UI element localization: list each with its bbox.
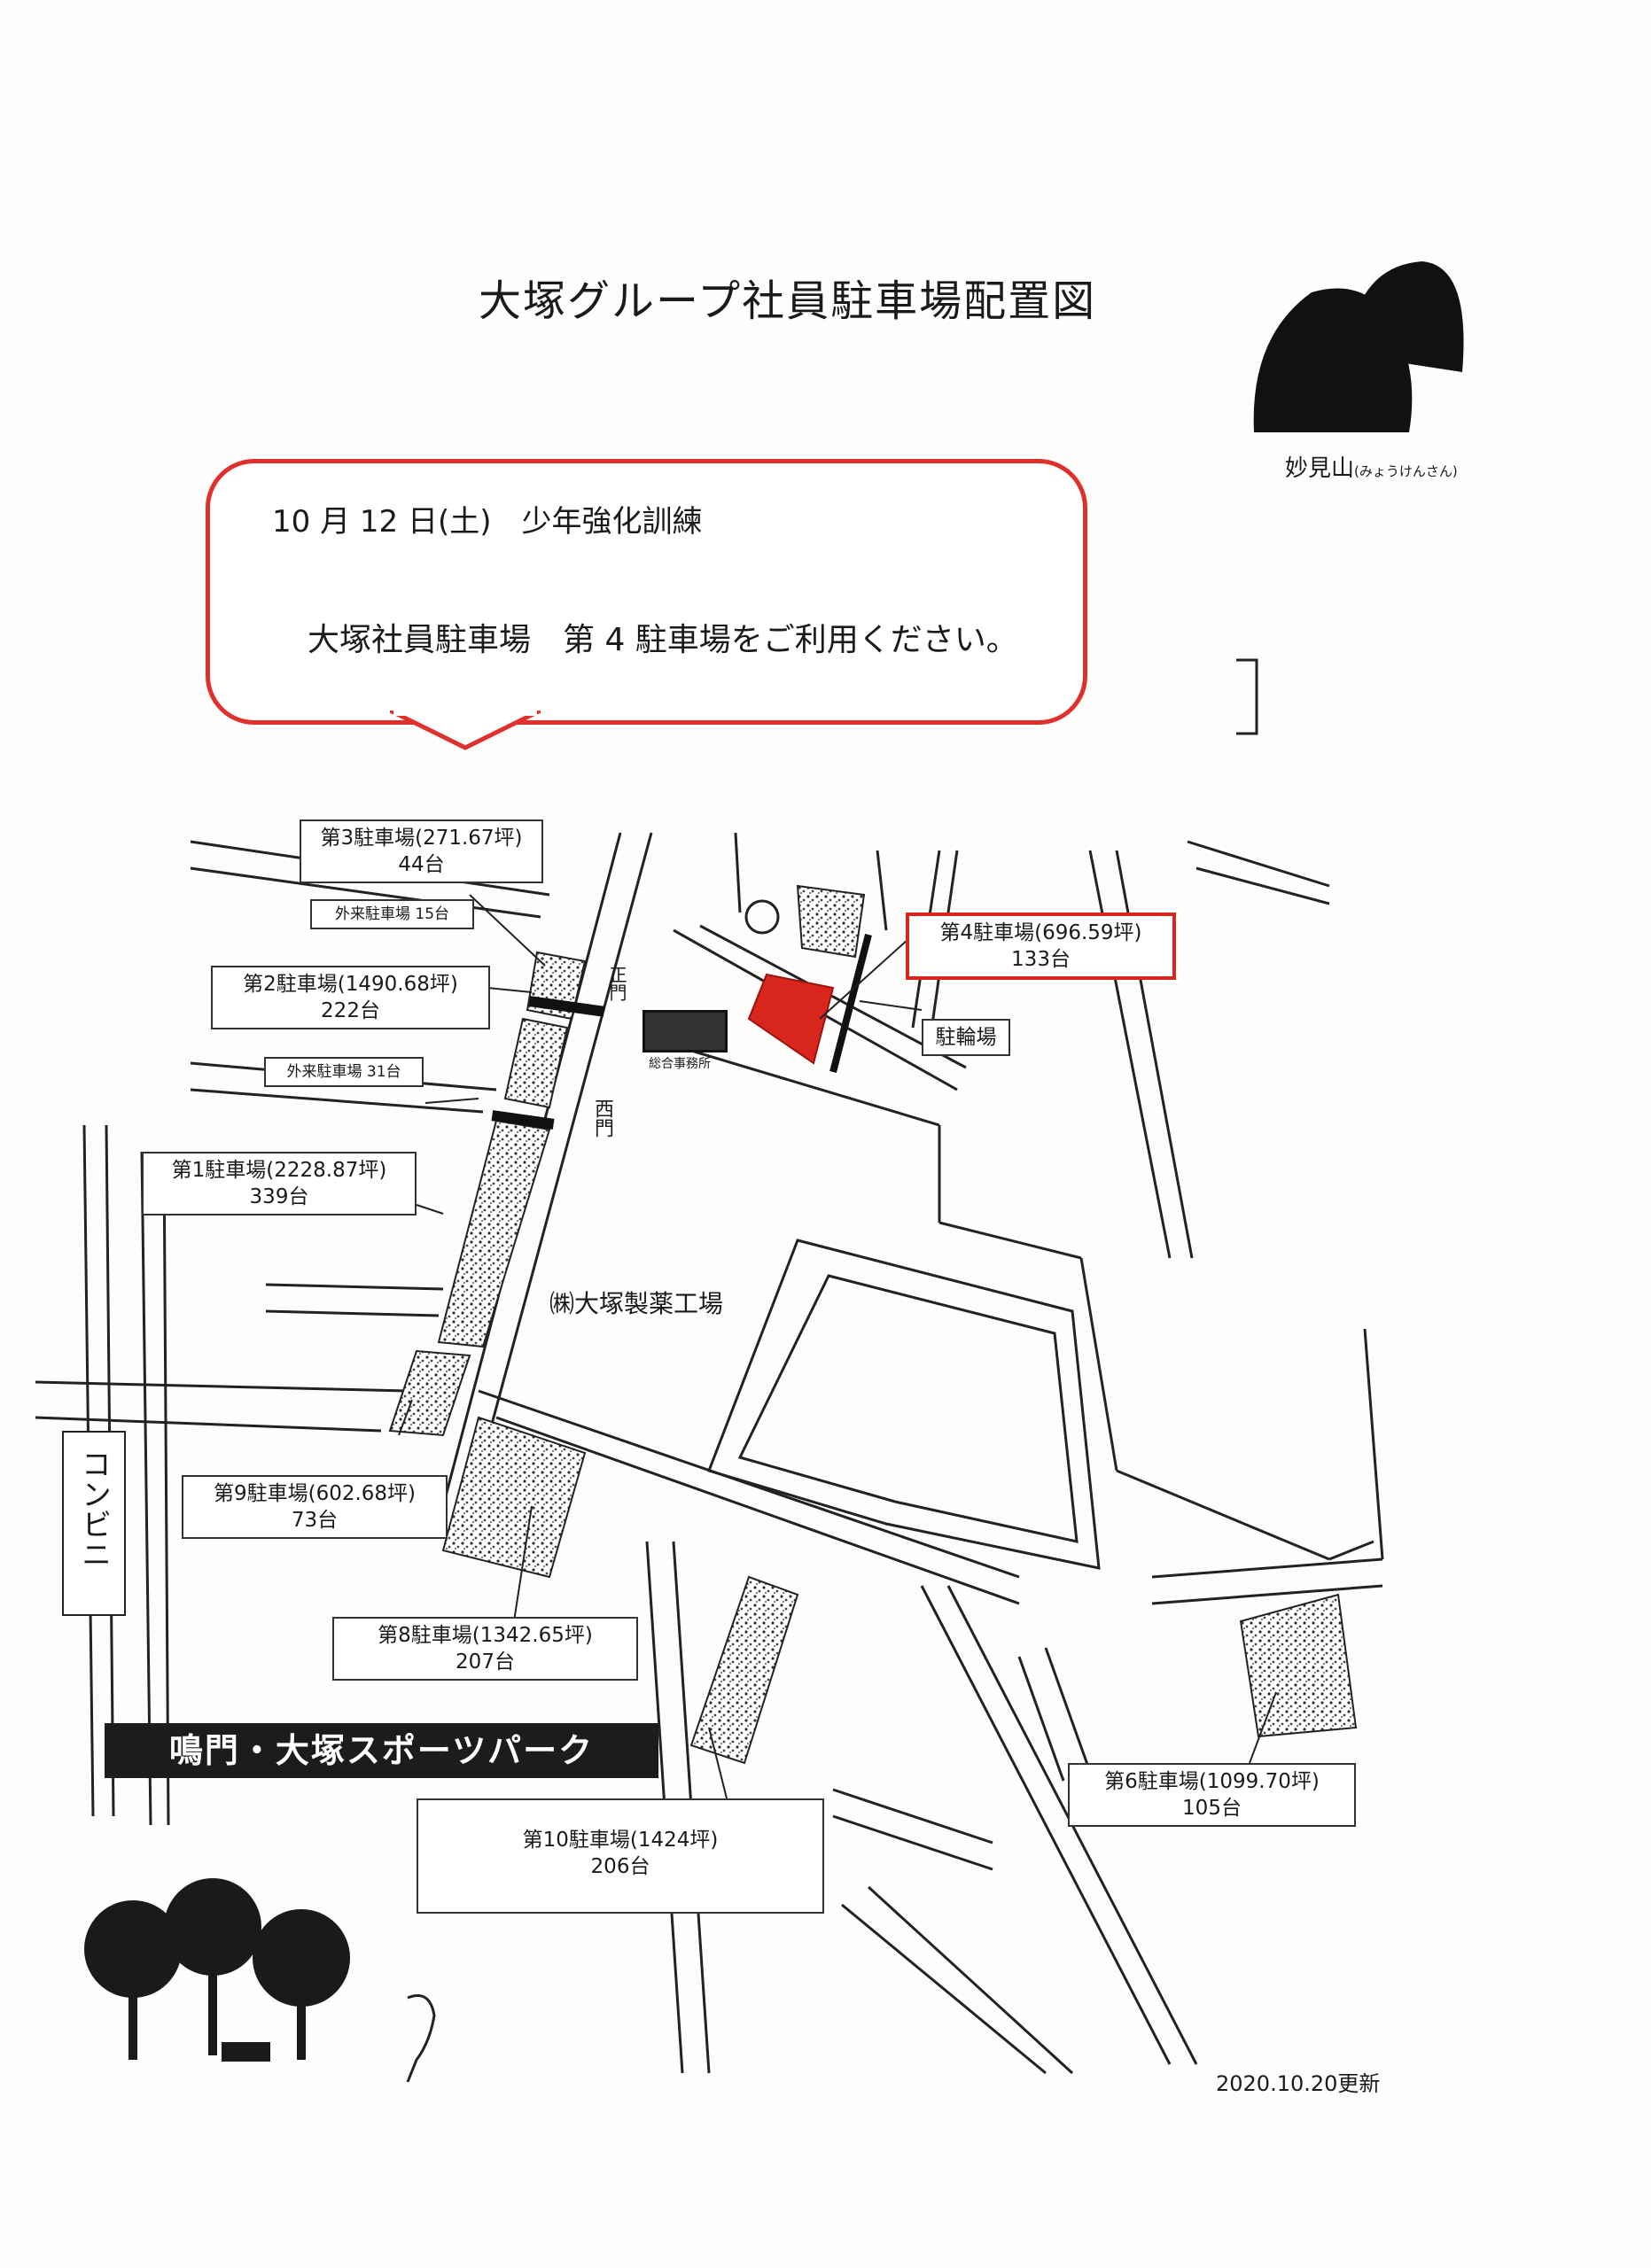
- west-gate-label: 西門: [591, 1099, 613, 1138]
- mountain-icon: [1253, 261, 1464, 432]
- parking-9-label: 第9駐車場(602.68坪) 73台: [182, 1475, 448, 1539]
- factory-label: ㈱大塚製薬工場: [549, 1289, 724, 1318]
- bicycle-parking-label: 駐輪場: [922, 1019, 1010, 1056]
- parking-3-label: 第3駐車場(271.67坪) 44台: [300, 819, 543, 883]
- mountain-label: 妙見山(みょうけんさん): [1285, 455, 1458, 482]
- convenience-store-label: コンビニ: [75, 1449, 112, 1569]
- trees-icon: [84, 1878, 350, 2062]
- runner-icon: [406, 1994, 436, 2083]
- notice-tail: [390, 711, 541, 750]
- mountain-reading: (みょうけんさん): [1354, 463, 1458, 479]
- sports-park-banner: 鳴門・大塚スポーツパーク: [105, 1723, 658, 1778]
- parking-4-area: [747, 973, 835, 1065]
- notice-box: 10 月 12 日(土) 少年強化訓練 大塚社員駐車場 第 4 駐車場をご利用く…: [206, 459, 1087, 725]
- notice-instruction: 大塚社員駐車場 第 4 駐車場をご利用ください。: [308, 622, 1018, 658]
- parking-4-label: 第4駐車場(696.59坪) 133台: [906, 913, 1176, 980]
- convenience-store: コンビニ: [62, 1431, 126, 1616]
- main-gate-label: 正門: [606, 966, 627, 1001]
- page-title: 大塚グループ社員駐車場配置図: [479, 276, 1097, 326]
- parking-1-label: 第1駐車場(2228.87坪) 339台: [142, 1152, 417, 1216]
- outpatient-15-label: 外来駐車場 15台: [310, 899, 474, 929]
- parking-10-label: 第10駐車場(1424坪) 206台: [417, 1798, 824, 1914]
- notice-event: 10 月 12 日(土) 少年強化訓練: [272, 504, 703, 540]
- office-label: 総合事務所: [649, 1057, 711, 1071]
- outpatient-31-label: 外来駐車場 31台: [264, 1057, 424, 1087]
- office-building: [642, 1010, 728, 1052]
- parking-6-label: 第6駐車場(1099.70坪) 105台: [1068, 1763, 1356, 1827]
- updated-date: 2020.10.20更新: [1216, 2071, 1381, 2096]
- parking-8-label: 第8駐車場(1342.65坪) 207台: [332, 1617, 638, 1681]
- parking-2-label: 第2駐車場(1490.68坪) 222台: [211, 966, 490, 1029]
